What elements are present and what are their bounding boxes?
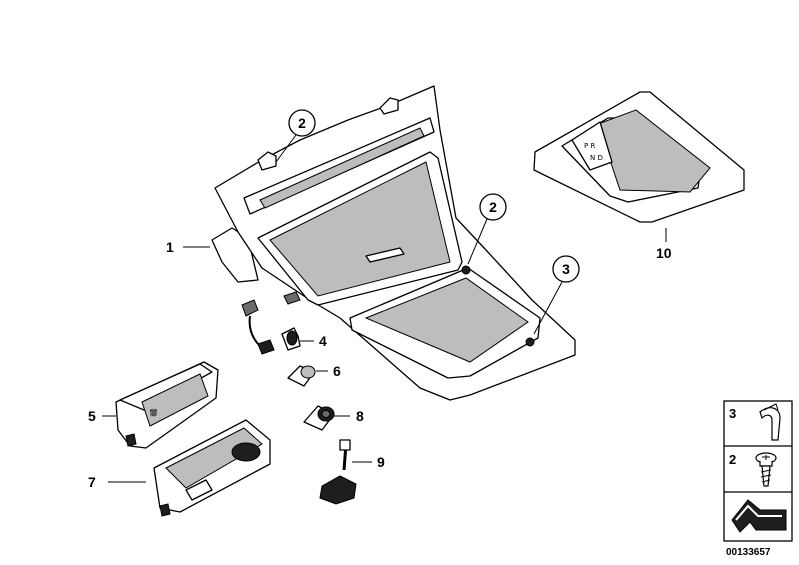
storage-compartment — [153, 419, 271, 517]
callout-7: 7 — [88, 474, 146, 490]
document-id: 00133657 — [726, 547, 771, 558]
svg-text:P R: P R — [584, 142, 595, 150]
svg-text:⛆: ⛆ — [149, 408, 158, 419]
legend-label-screw: 2 — [729, 452, 736, 467]
callout-bubble-2b: 2 — [467, 193, 507, 265]
gear-selector-cover: P R N D — [533, 91, 745, 223]
callout-label-6: 6 — [333, 363, 341, 379]
screw-icon — [755, 452, 777, 487]
callout-label-7: 7 — [88, 474, 96, 490]
ashtray-insert: ⛆ — [115, 361, 219, 449]
callout-10: 10 — [656, 228, 672, 261]
callout-label-9: 9 — [377, 454, 385, 470]
callout-label-8: 8 — [356, 408, 364, 424]
socket-insert — [303, 405, 335, 431]
connector — [319, 439, 357, 505]
callout-label-10: 10 — [656, 245, 672, 261]
power-socket-cable — [241, 299, 301, 355]
callout-bubble-2a: 2 — [275, 109, 316, 163]
callout-bubble-3: 3 — [533, 255, 580, 335]
callout-8: 8 — [334, 408, 364, 424]
clip-icon — [759, 403, 781, 441]
callout-6: 6 — [316, 363, 341, 379]
callout-label-3: 3 — [562, 261, 570, 277]
trim-profile-icon — [731, 499, 787, 533]
callout-label-2a: 2 — [298, 115, 306, 131]
callout-9: 9 — [352, 454, 385, 470]
callout-label-5: 5 — [88, 408, 96, 424]
legend-label-clip: 3 — [729, 406, 736, 421]
svg-text:N D: N D — [590, 154, 603, 162]
cover-plug — [287, 365, 316, 387]
center-console-trim — [211, 85, 576, 401]
callout-label-4: 4 — [319, 333, 327, 349]
callout-4: 4 — [300, 333, 327, 349]
callout-1: 1 — [166, 239, 210, 255]
callout-label-1: 1 — [166, 239, 174, 255]
callout-5: 5 — [88, 408, 116, 424]
callout-label-2b: 2 — [489, 199, 497, 215]
legend-box: 3 2 — [723, 400, 793, 542]
